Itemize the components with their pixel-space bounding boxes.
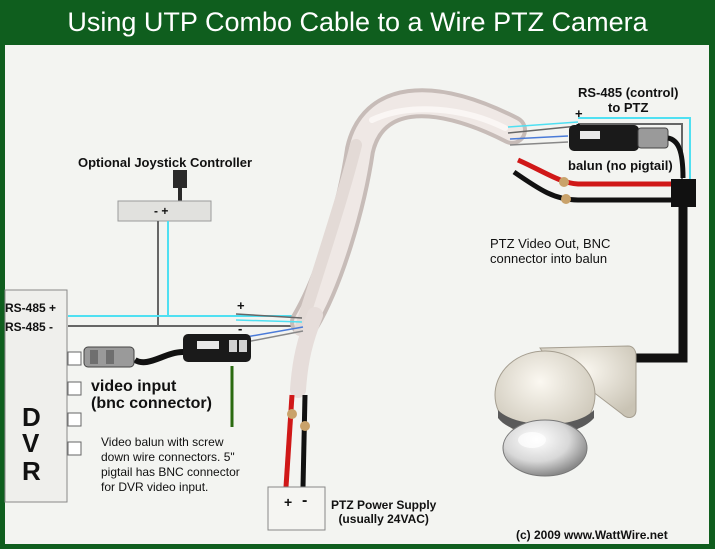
psu-minus-sign: - <box>302 492 308 509</box>
video-input-line2: (bnc connector) <box>91 395 212 412</box>
rs485-to-ptz-plus <box>578 117 691 180</box>
ptz-video-line1: PTZ Video Out, BNC <box>490 236 611 251</box>
joystick-label: Optional Joystick Controller <box>78 155 253 170</box>
dvr-port-2 <box>67 381 82 396</box>
ptz-feed-cable <box>636 207 688 363</box>
video-input-label: video input (bnc connector) <box>91 378 212 412</box>
video-input-line1: video input <box>91 378 177 395</box>
rs485-control-line1: RS-485 (control) <box>578 85 679 100</box>
right-balun-plus: + <box>575 106 583 121</box>
balun-note: Video balun with screw down wire connect… <box>101 435 240 495</box>
rs485-control-line2: to PTZ <box>607 100 649 115</box>
dvr-port-3 <box>67 412 82 427</box>
copyright-text: (c) 2009 www.WattWire.net <box>516 528 668 542</box>
power-supply-line1: PTZ Power Supply <box>331 498 437 512</box>
power-black-wire <box>300 394 308 488</box>
joystick-controller-box <box>117 200 212 222</box>
balun-left-wire-4 <box>245 330 304 343</box>
left-plus-sign: + <box>237 298 245 313</box>
joystick-knob <box>173 170 187 188</box>
balun-note-line4: for DVR video input. <box>101 480 209 494</box>
rs485-control-label: RS-485 (control) to PTZ <box>578 85 678 115</box>
ptz-video-label: PTZ Video Out, BNC connector into balun <box>490 236 610 266</box>
power-supply-line2: (usually 24VAC) <box>338 512 429 526</box>
dvr-box <box>4 289 68 503</box>
joystick-stick <box>178 188 182 202</box>
balun-note-line1: Video balun with screw <box>101 435 224 449</box>
joystick-polarity: - + <box>154 204 169 218</box>
rs485-plus-label: RS-485 + <box>5 301 57 315</box>
left-minus-sign: - <box>238 321 243 336</box>
ptz-junction-block <box>671 179 696 207</box>
right-wire-2 <box>507 125 579 134</box>
ptz-video-line2: connector into balun <box>490 251 608 266</box>
diagram-title: Using UTP Combo Cable to a Wire PTZ Came… <box>67 7 648 37</box>
balun-note-line3: pigtail has BNC connector <box>101 465 240 479</box>
balun-no-pigtail-label: balun (no pigtail) <box>568 158 673 173</box>
right-balun-minus: - <box>576 116 581 131</box>
right-power-black <box>512 169 672 203</box>
camera-dome <box>502 419 588 477</box>
power-supply-box <box>267 486 326 531</box>
right-power-red <box>516 157 672 187</box>
balun-pigtail <box>133 349 184 366</box>
power-supply-label: PTZ Power Supply (usually 24VAC) <box>331 498 436 526</box>
balun-bnc-end <box>637 127 669 149</box>
power-cable-branch <box>290 307 323 398</box>
dvr-letter-r: R <box>22 456 41 486</box>
balun-left-wire-3 <box>245 326 304 338</box>
balun-left-wire-1 <box>235 313 303 319</box>
right-wire-4 <box>509 141 569 146</box>
dvr-port-4 <box>67 441 82 456</box>
right-wire-1 <box>507 121 579 128</box>
dvr-port-1 <box>67 351 82 366</box>
balun-left-wire-2 <box>235 319 303 323</box>
psu-plus-sign: + <box>284 494 293 510</box>
rs485-minus-label: RS-485 - <box>5 320 54 334</box>
dvr-letter-d: D <box>22 402 41 432</box>
right-wire-3 <box>509 135 569 140</box>
balun-note-line2: down wire connectors. 5" <box>101 450 235 464</box>
dvr-letter-v: V <box>22 428 40 458</box>
